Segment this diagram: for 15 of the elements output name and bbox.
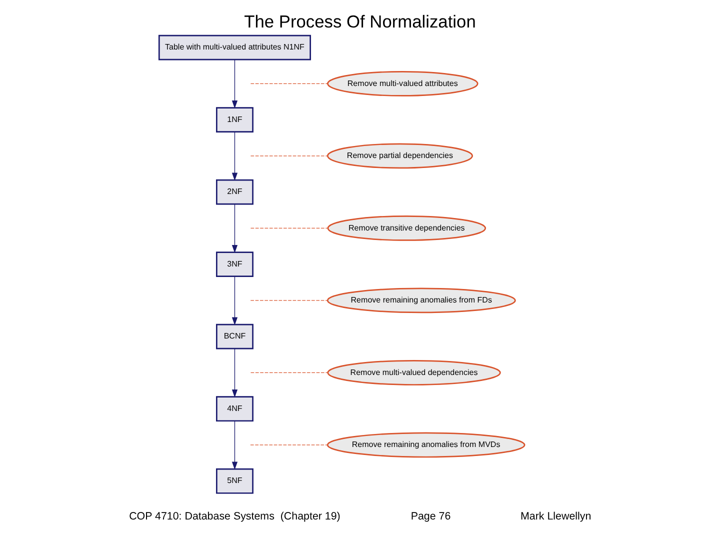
arrow xyxy=(232,59,238,109)
connector xyxy=(250,228,328,229)
label: COP 4710: Database Systems (Chapter 19) xyxy=(129,510,340,523)
arrow xyxy=(232,276,238,326)
label: Page 76 xyxy=(410,510,451,523)
arrow xyxy=(232,420,238,470)
connector xyxy=(250,372,328,374)
arrow xyxy=(232,348,238,398)
arrow xyxy=(232,132,238,181)
arrow xyxy=(232,204,238,254)
diagram-title: The Process Of Normalization xyxy=(244,11,476,32)
connector xyxy=(250,444,328,446)
connector xyxy=(250,83,328,84)
label: Mark Llewellyn xyxy=(520,510,592,523)
connector xyxy=(250,300,328,301)
